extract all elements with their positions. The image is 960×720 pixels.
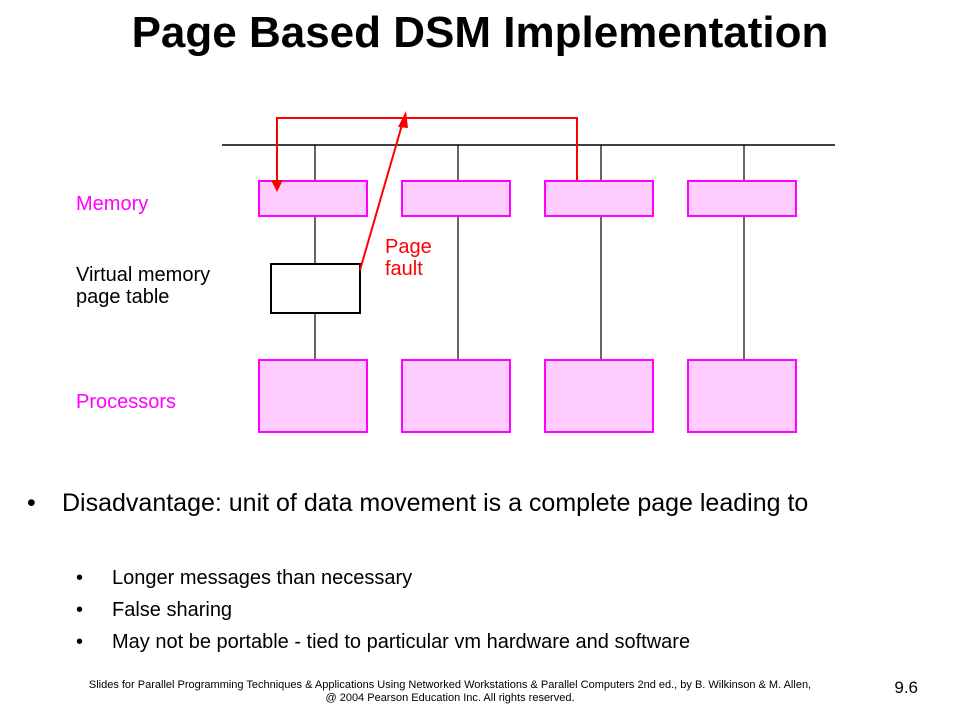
page-fault-arrow bbox=[359, 117, 405, 271]
processor-box-4 bbox=[687, 359, 797, 433]
sub-bullet-dot: • bbox=[76, 631, 84, 653]
page-table-box bbox=[270, 263, 361, 314]
processor-box-3 bbox=[544, 359, 654, 433]
sub-bullet-text: May not be portable - tied to particular… bbox=[112, 631, 691, 653]
sub-bullet-dot: • bbox=[76, 567, 84, 589]
page-transfer-path bbox=[276, 117, 578, 186]
bullet-disadvantage: • Disadvantage: unit of data movement is… bbox=[27, 485, 922, 521]
page-table-label-line1: Virtual memory bbox=[76, 264, 211, 286]
sub-bullet-not-portable: • May not be portable - tied to particul… bbox=[76, 630, 691, 654]
page-fault-label-line2: fault bbox=[385, 258, 423, 280]
page-table-label-line2: page table bbox=[76, 286, 170, 308]
sub-bullet-false-sharing: • False sharing bbox=[76, 598, 233, 622]
sub-bullet-longer-messages: • Longer messages than necessary bbox=[76, 566, 413, 590]
page-transfer-arrowhead bbox=[271, 180, 283, 192]
memory-box-4 bbox=[687, 180, 797, 217]
bullet-dot: • bbox=[27, 489, 36, 517]
footer-line1: Slides for Parallel Programming Techniqu… bbox=[88, 679, 812, 691]
memory-box-3 bbox=[544, 180, 654, 217]
processors-label: Processors bbox=[76, 391, 177, 413]
slide-footer: Slides for Parallel Programming Techniqu… bbox=[0, 679, 900, 705]
dsm-diagram: Memory Virtual memory page table Process… bbox=[76, 111, 835, 433]
processor-box-2 bbox=[401, 359, 511, 433]
page-fault-label-line1: Page bbox=[385, 236, 432, 258]
slide-title: Page Based DSM Implementation bbox=[131, 8, 829, 57]
dsm-diagram-svg bbox=[222, 111, 835, 433]
memory-box-1 bbox=[258, 180, 368, 217]
processor-box-1 bbox=[258, 359, 368, 433]
page-fault-arrowhead bbox=[398, 111, 408, 128]
bullet-disadvantage-text: Disadvantage: unit of data movement is a… bbox=[62, 489, 809, 517]
sub-bullet-text: False sharing bbox=[112, 599, 233, 621]
footer-line2: @ 2004 Pearson Education Inc. All rights… bbox=[325, 692, 575, 704]
sub-bullet-text: Longer messages than necessary bbox=[112, 567, 413, 589]
sub-bullet-dot: • bbox=[76, 599, 84, 621]
page-number: 9.6 bbox=[894, 678, 918, 697]
memory-box-2 bbox=[401, 180, 511, 217]
memory-label: Memory bbox=[76, 193, 149, 215]
